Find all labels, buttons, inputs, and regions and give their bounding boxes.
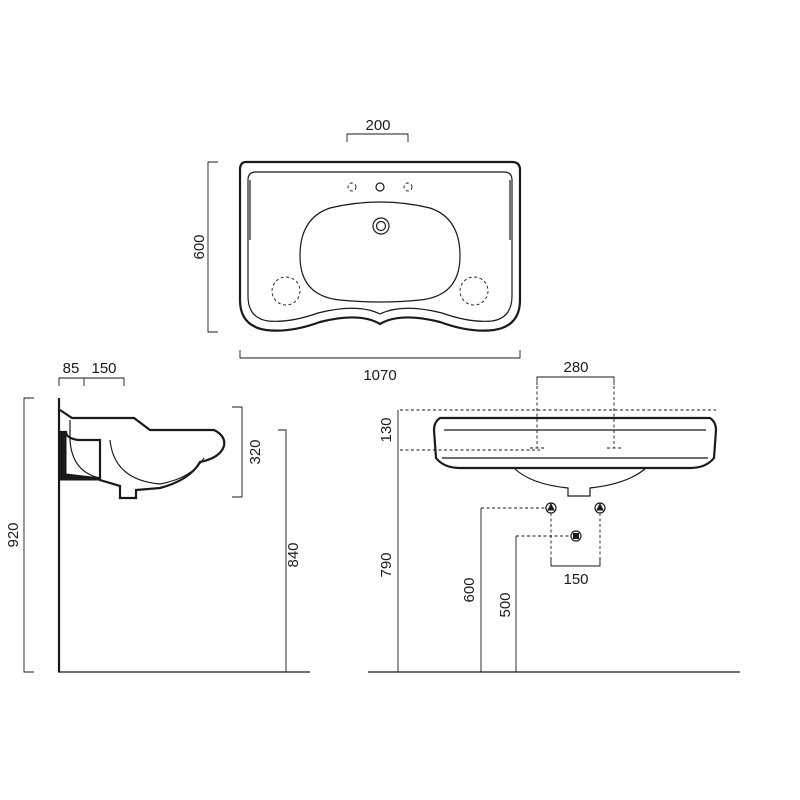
dim-text-920: 920 <box>5 522 22 547</box>
supply-right <box>594 502 606 514</box>
basin-top-inner-rim <box>247 171 513 322</box>
soap-recess-left <box>271 276 301 306</box>
dim-front-height: 790 <box>378 450 399 672</box>
bowl-front-underside <box>513 467 647 497</box>
tap-hole-left <box>347 182 357 192</box>
top-view: 200 600 1070 <box>191 117 522 384</box>
dim-text-130: 130 <box>378 417 395 442</box>
dim-text-600-front: 600 <box>461 577 478 602</box>
dim-text-840: 840 <box>285 542 302 567</box>
dim-text-600-depth: 600 <box>191 234 208 259</box>
soap-recess-right <box>459 276 489 306</box>
side-view: 85 150 320 920 840 <box>5 360 310 673</box>
dim-total-height: 920 <box>5 397 34 673</box>
dim-bowl-height: 320 <box>232 406 264 498</box>
tap-hole-right <box>403 182 413 192</box>
drain <box>372 217 390 235</box>
basin-top-outline <box>238 160 522 332</box>
waste-outlet <box>570 530 582 542</box>
dim-text-150-side: 150 <box>91 360 116 377</box>
dim-text-500: 500 <box>497 592 514 617</box>
dim-supply-spacing: 150 <box>550 558 601 588</box>
dim-rim-height: 840 <box>278 429 302 672</box>
basin-front-outline <box>432 416 718 470</box>
dim-top-hole-spacing: 200 <box>346 117 409 142</box>
tap-hole-center <box>375 182 385 192</box>
dim-text-150-front: 150 <box>563 571 588 588</box>
supply-left <box>545 502 557 514</box>
basin-side-profile <box>59 409 226 500</box>
dim-text-85: 85 <box>63 360 80 377</box>
dim-supply-height: 600 <box>461 508 482 672</box>
dim-text-200: 200 <box>365 117 390 134</box>
dim-waste-height: 500 <box>497 536 517 672</box>
dim-text-280: 280 <box>563 359 588 376</box>
dim-text-320: 320 <box>247 439 264 464</box>
dim-width: 1070 <box>239 350 521 384</box>
dim-text-1070: 1070 <box>363 367 396 384</box>
dim-depth: 600 <box>191 161 218 333</box>
dim-front-rim-thickness: 130 <box>378 410 399 450</box>
front-view: 280 130 790 <box>368 359 740 673</box>
dim-side-offsets: 85 150 <box>58 360 125 386</box>
dim-front-tap-spacing: 280 <box>536 359 615 385</box>
dim-text-790: 790 <box>378 552 395 577</box>
bowl-outline <box>299 201 461 303</box>
